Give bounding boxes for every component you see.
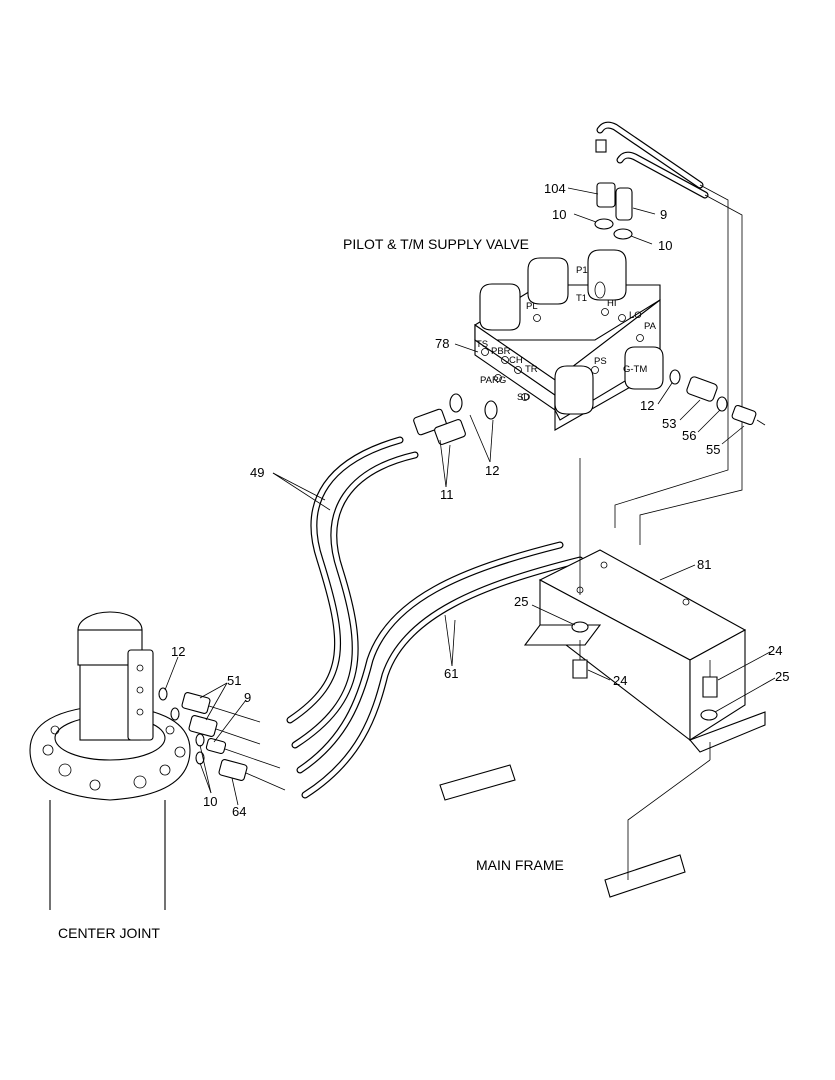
bracket-81 [523,549,766,753]
center-joint-caption: CENTER JOINT [58,925,160,941]
right-fittings [669,369,766,426]
callout-24: 24 [768,643,782,658]
center-joint [29,611,191,910]
port-label-gtm: G-TM [623,364,647,375]
callout-9: 9 [660,207,667,222]
frame-plate [604,854,686,898]
callout-12: 12 [485,463,499,478]
valve-caption: PILOT & T/M SUPPLY VALVE [343,236,529,252]
callout-55: 55 [706,442,720,457]
port-label-pl: PL [526,301,538,312]
port-label-pbr: PBR [491,346,511,357]
callout-12: 12 [171,644,185,659]
fittings-11 [413,393,498,445]
port-label-sd: SD [517,392,530,403]
center-joint-fittings [158,687,286,791]
pilot-supply-valve [474,249,664,431]
port-label-pa: PA [644,321,657,332]
hose-61 [296,541,584,799]
callout-12: 12 [640,398,654,413]
callout-11: 11 [440,487,454,502]
frame-plate [439,764,516,801]
port-label-lo: LO [629,310,642,321]
port-label-parg: PARG [480,375,506,386]
port-label-ps: PS [594,356,607,367]
top-hose-fittings [594,121,743,545]
callout-81: 81 [697,557,711,572]
hose-49 [286,436,419,749]
callout-56: 56 [682,428,696,443]
callout-9: 9 [244,690,251,705]
callout-78: 78 [435,336,449,351]
callout-10: 10 [552,207,566,222]
port-label-t1: T1 [576,293,587,304]
main-frame-caption: MAIN FRAME [476,857,564,873]
port-label-ch: CH [509,355,523,366]
port-label-ts: TS [476,339,488,350]
port-label-tr: TR [525,364,538,375]
callout-49: 49 [250,465,264,480]
callout-61: 61 [444,666,458,681]
callout-10: 10 [203,794,217,809]
callout-10: 10 [658,238,672,253]
callout-25: 25 [514,594,528,609]
callout-53: 53 [662,416,676,431]
callout-51: 51 [227,673,241,688]
callout-25: 25 [775,669,789,684]
port-label-hi: HI [607,298,617,309]
leader-lines [164,187,776,880]
callout-24: 24 [613,673,627,688]
port-label-p1: P1 [576,265,588,276]
callout-104: 104 [544,181,566,196]
callout-64: 64 [232,804,246,819]
